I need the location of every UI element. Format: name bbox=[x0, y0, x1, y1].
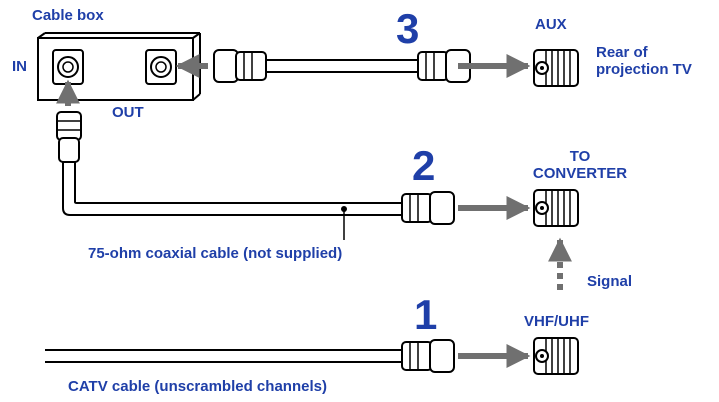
to-converter-label-line2: CONVERTER bbox=[532, 165, 628, 182]
in-jack bbox=[52, 49, 84, 85]
to-converter-jack bbox=[533, 189, 579, 227]
in-label: IN bbox=[12, 58, 27, 75]
aux-label: AUX bbox=[535, 16, 567, 33]
out-jack bbox=[145, 49, 177, 85]
step-2-number: 2 bbox=[412, 142, 436, 189]
step-3-number: 3 bbox=[396, 5, 420, 52]
aux-jack bbox=[533, 49, 579, 87]
vhf-uhf-jack bbox=[533, 337, 579, 375]
connection-arrows bbox=[56, 54, 572, 368]
rear-label-line1: Rear of bbox=[596, 44, 648, 61]
cable-box-label: Cable box bbox=[32, 7, 104, 24]
catv-cable-label: CATV cable (unscrambled channels) bbox=[68, 378, 327, 395]
signal-label: Signal bbox=[587, 273, 633, 290]
rear-label-line2: projection TV bbox=[596, 61, 692, 78]
out-label: OUT bbox=[112, 104, 144, 121]
to-converter-label-line1: TO bbox=[569, 148, 591, 165]
step-1-number: 1 bbox=[414, 291, 438, 338]
cable-3 bbox=[213, 49, 471, 83]
coax-cable-label: 75-ohm coaxial cable (not supplied) bbox=[88, 245, 343, 262]
cable-2 bbox=[56, 111, 455, 240]
cable-1 bbox=[45, 339, 455, 373]
vhf-uhf-label: VHF/UHF bbox=[524, 313, 589, 330]
